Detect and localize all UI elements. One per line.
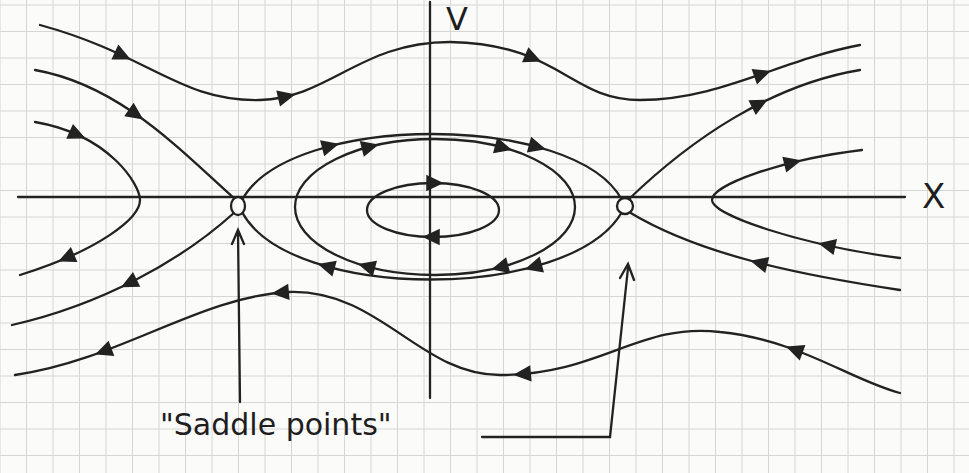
grid-line: [0, 190, 969, 191]
flow-arrowhead: [424, 230, 439, 244]
flow-arrowhead: [750, 254, 768, 271]
flow-arrowhead: [523, 49, 542, 68]
flow-arrowhead: [277, 88, 295, 105]
trajectory: [712, 150, 900, 258]
flow-arrowhead: [783, 154, 801, 171]
flow-arrowhead: [113, 46, 133, 65]
grid-line: [0, 58, 969, 59]
grid-line: [0, 455, 969, 456]
grid-line: [0, 5, 969, 6]
flow-arrowhead: [358, 258, 376, 275]
flow-arrowhead: [57, 248, 76, 267]
trajectory: [15, 292, 900, 393]
grid-line: [0, 217, 969, 218]
leader-line: [482, 264, 634, 437]
flow-arrowhead: [528, 138, 546, 155]
leader-line: [232, 230, 244, 402]
flow-arrowhead: [491, 259, 509, 276]
trajectory: [20, 122, 140, 275]
saddle-point: [617, 198, 633, 214]
trajectories: [12, 2, 905, 437]
flow-arrowhead: [494, 139, 512, 156]
axis-label: V: [446, 2, 468, 37]
grid-line: [0, 376, 969, 377]
grid-line: [0, 323, 969, 324]
flow-arrowhead: [318, 258, 336, 276]
axis-label: X: [922, 178, 945, 215]
grid-line: [0, 164, 969, 165]
grid-line: [0, 349, 969, 350]
separatrix: [12, 212, 235, 325]
flow-arrowhead: [750, 94, 770, 113]
x-axis: [18, 196, 905, 198]
arrowheads: [57, 46, 836, 382]
annotation: "Saddle points": [160, 408, 392, 441]
flow-arrowhead: [753, 65, 772, 83]
flow-arrowhead: [119, 273, 139, 292]
grid-line: [0, 31, 969, 32]
closed-orbit: [295, 139, 575, 275]
saddle-point: [231, 197, 245, 215]
closed-orbit: [367, 183, 499, 237]
grid-line: [0, 402, 969, 403]
v-axis: [429, 2, 431, 398]
flow-arrowhead: [361, 138, 379, 155]
flow-arrowhead: [126, 104, 146, 124]
grid-line: [0, 429, 969, 430]
flow-arrowhead: [515, 366, 531, 381]
flow-arrowhead: [525, 258, 543, 275]
grid-line: [0, 111, 969, 112]
flow-arrowhead: [321, 137, 339, 154]
grid-line: [0, 296, 969, 297]
flow-arrowhead: [818, 237, 836, 254]
flow-arrowhead: [94, 342, 113, 360]
flow-arrowhead: [273, 285, 289, 300]
grid-line: [0, 84, 969, 85]
flow-arrowhead: [67, 125, 86, 144]
separatrix: [35, 70, 236, 200]
flow-arrowhead: [427, 176, 442, 190]
flow-arrowhead: [785, 341, 804, 359]
separatrix: [628, 70, 860, 200]
